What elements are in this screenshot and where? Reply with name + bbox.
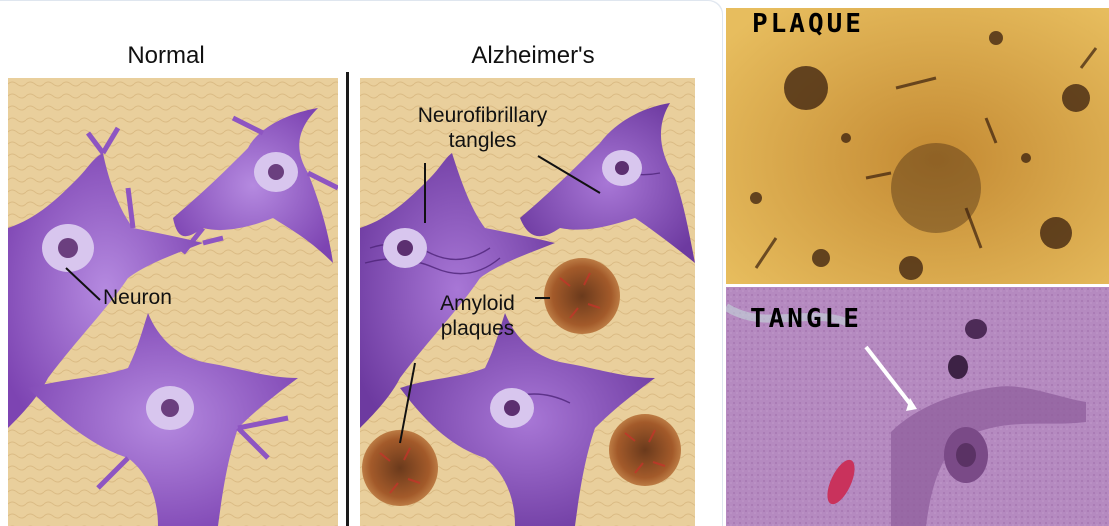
- tangle-micrograph: TANGLE: [726, 287, 1109, 526]
- normal-title: Normal: [127, 42, 204, 70]
- plaque-micrograph: PLAQUE: [726, 8, 1109, 284]
- tangles-label-line1: Neurofibrillary: [390, 103, 575, 128]
- plaques-label-line2: plaques: [420, 316, 535, 341]
- amyloid-plaques-label: Amyloid plaques: [420, 291, 535, 341]
- plaques-label-line1: Amyloid: [420, 291, 535, 316]
- plaque-stain-image: PLAQUE: [726, 8, 1109, 284]
- tangle-stain-image: TANGLE: [726, 287, 1109, 526]
- plaque-micrograph-label: PLAQUE: [752, 9, 864, 39]
- normal-tissue-panel: [8, 78, 338, 526]
- tangles-label-line2: tangles: [390, 128, 575, 153]
- illustration-card: Normal Alzheimer's: [0, 0, 722, 526]
- panel-divider: [346, 72, 349, 526]
- neurofibrillary-tangles-label: Neurofibrillary tangles: [390, 103, 575, 153]
- neuron-label: Neuron: [103, 285, 172, 310]
- normal-tissue-illustration: [8, 78, 338, 526]
- tangle-micrograph-label: TANGLE: [750, 304, 862, 334]
- alzheimers-title: Alzheimer's: [471, 42, 594, 70]
